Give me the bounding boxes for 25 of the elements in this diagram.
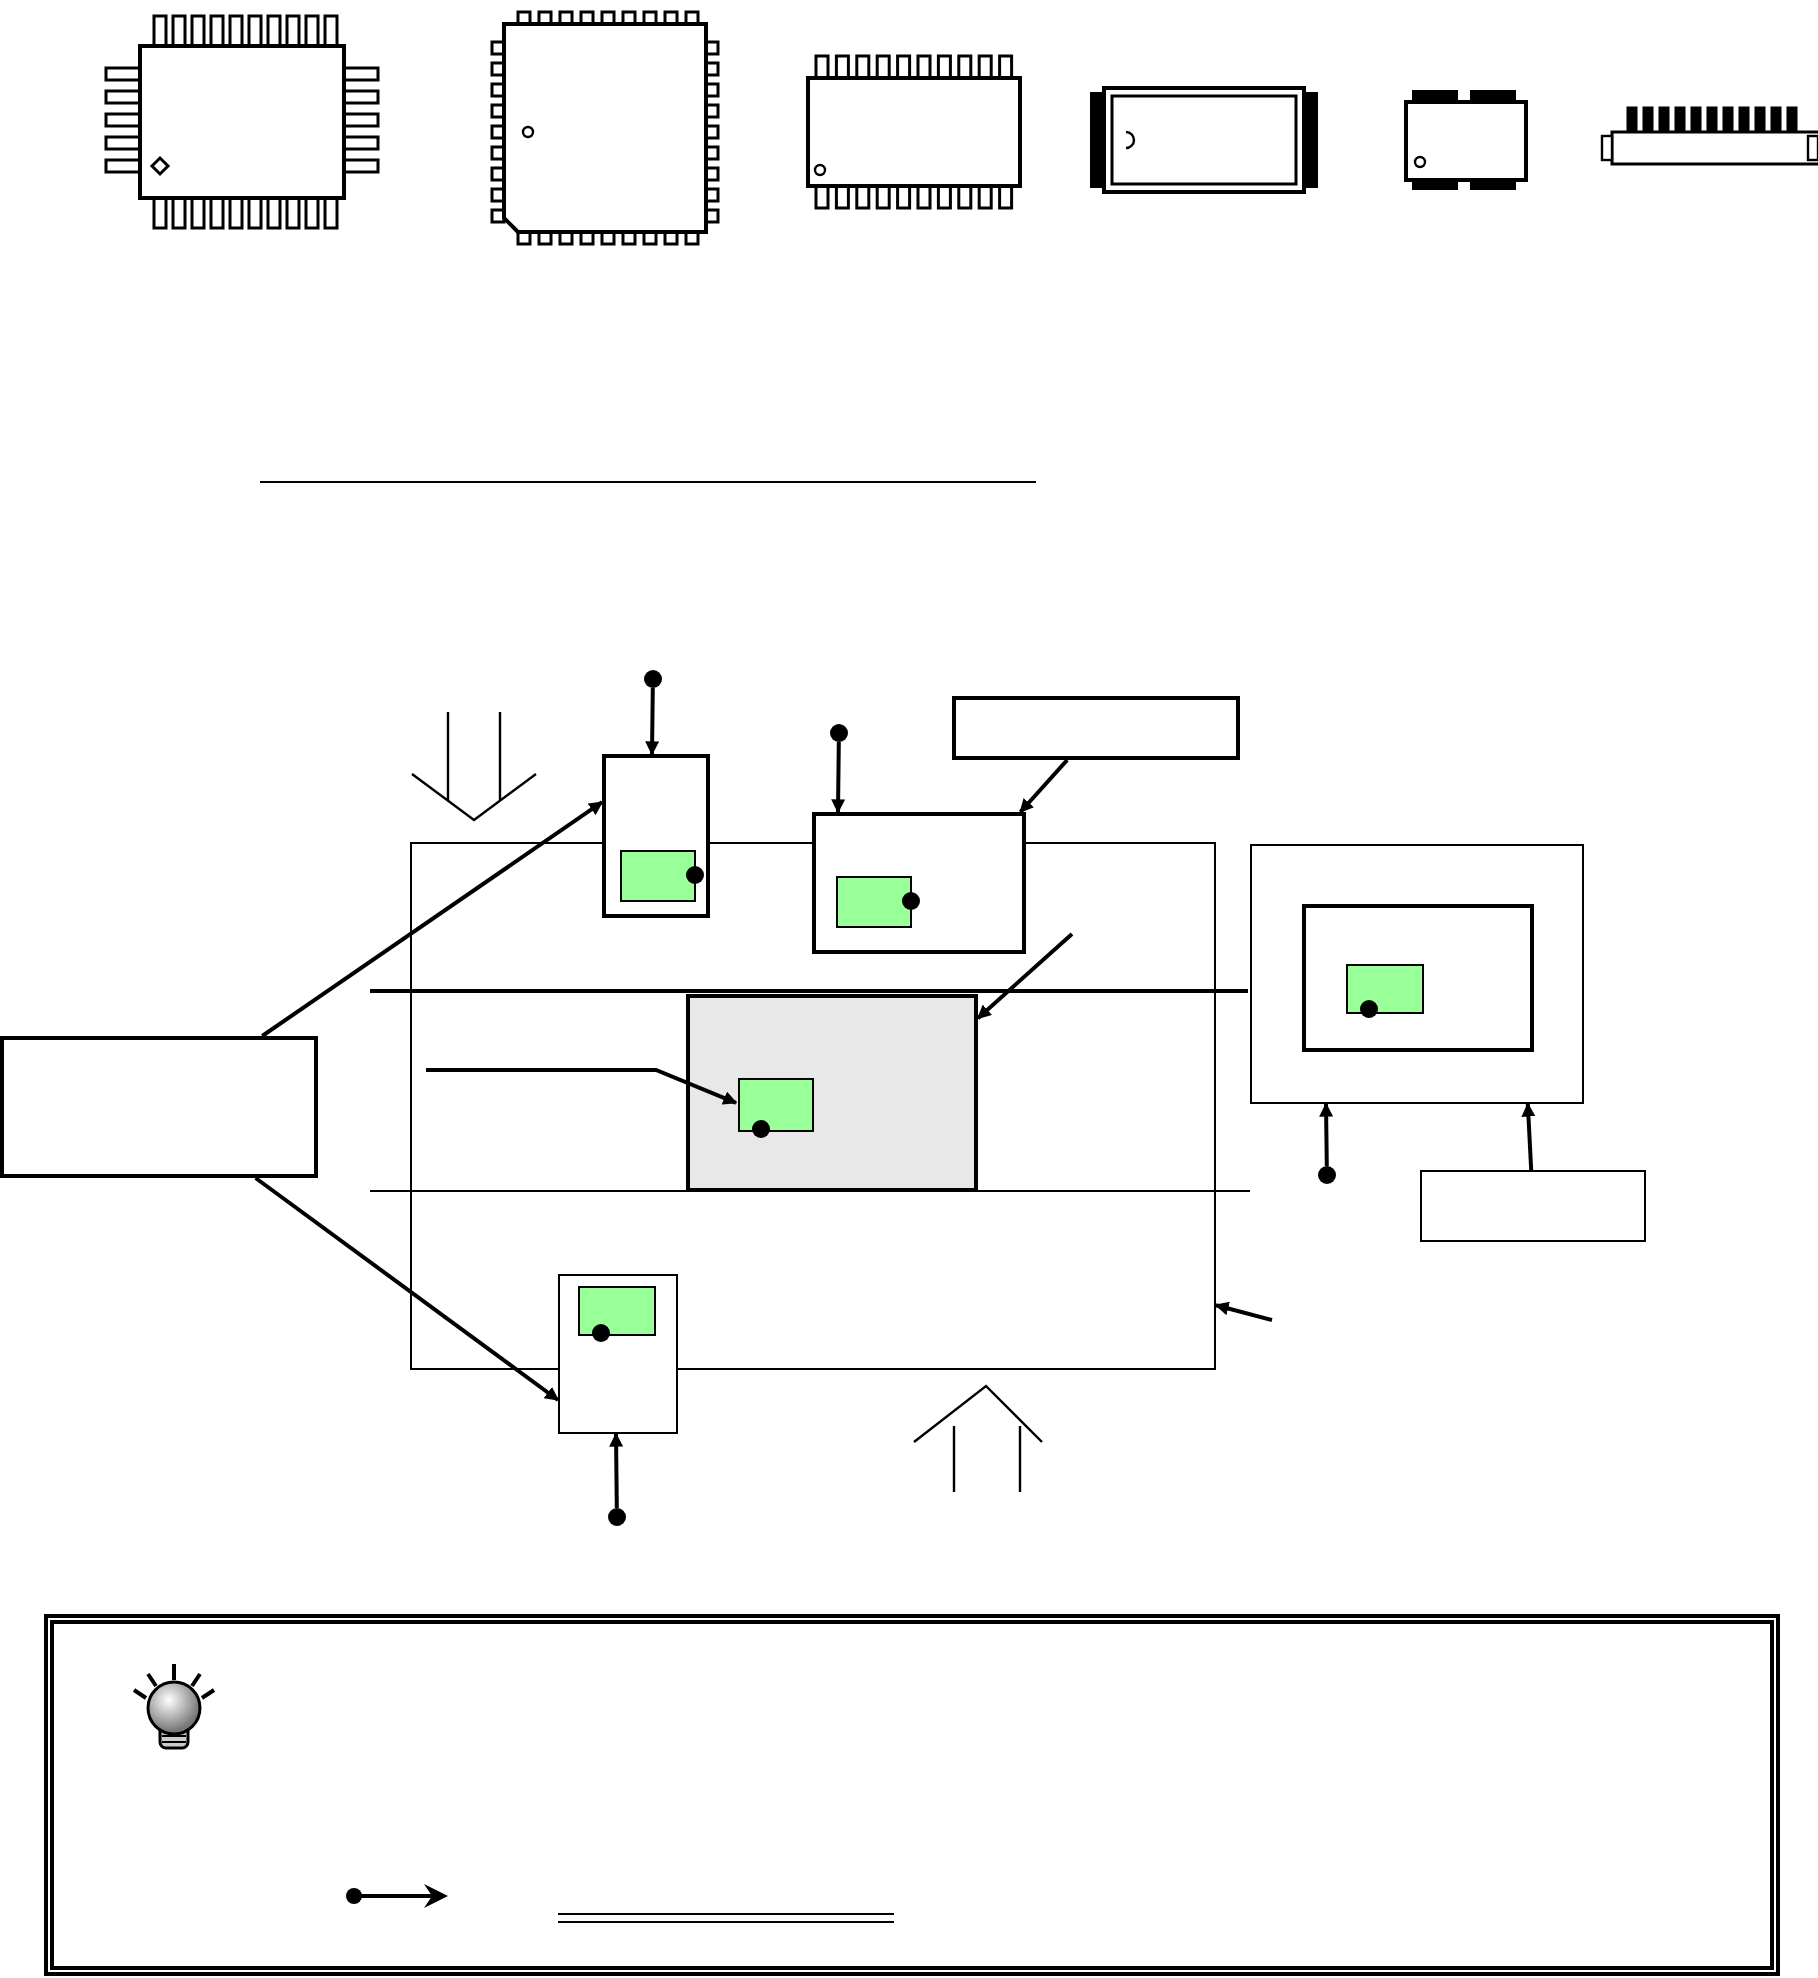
dot xyxy=(1318,1166,1336,1184)
small-box xyxy=(738,1078,814,1132)
dot xyxy=(644,670,662,688)
arrow xyxy=(1319,1102,1334,1167)
small-box xyxy=(578,1286,656,1336)
block-box xyxy=(1302,904,1534,1052)
arrow xyxy=(1521,1102,1536,1171)
arrow xyxy=(1018,758,1069,814)
small-box xyxy=(1346,964,1424,1014)
arrow xyxy=(1214,1301,1273,1322)
shaded-box xyxy=(686,994,978,1192)
arrow xyxy=(609,1432,624,1509)
block-box xyxy=(1420,1170,1646,1242)
arrow xyxy=(254,1176,560,1402)
dot xyxy=(608,1508,626,1526)
arrow xyxy=(831,741,846,814)
arrow xyxy=(645,687,660,756)
block-box xyxy=(952,696,1240,760)
arrow xyxy=(426,1068,738,1105)
arrow xyxy=(976,932,1074,1020)
region-box xyxy=(410,842,1216,1370)
region-box xyxy=(1250,844,1584,1104)
block-box xyxy=(0,1036,318,1178)
arrow xyxy=(261,800,604,1038)
dot xyxy=(830,724,848,742)
